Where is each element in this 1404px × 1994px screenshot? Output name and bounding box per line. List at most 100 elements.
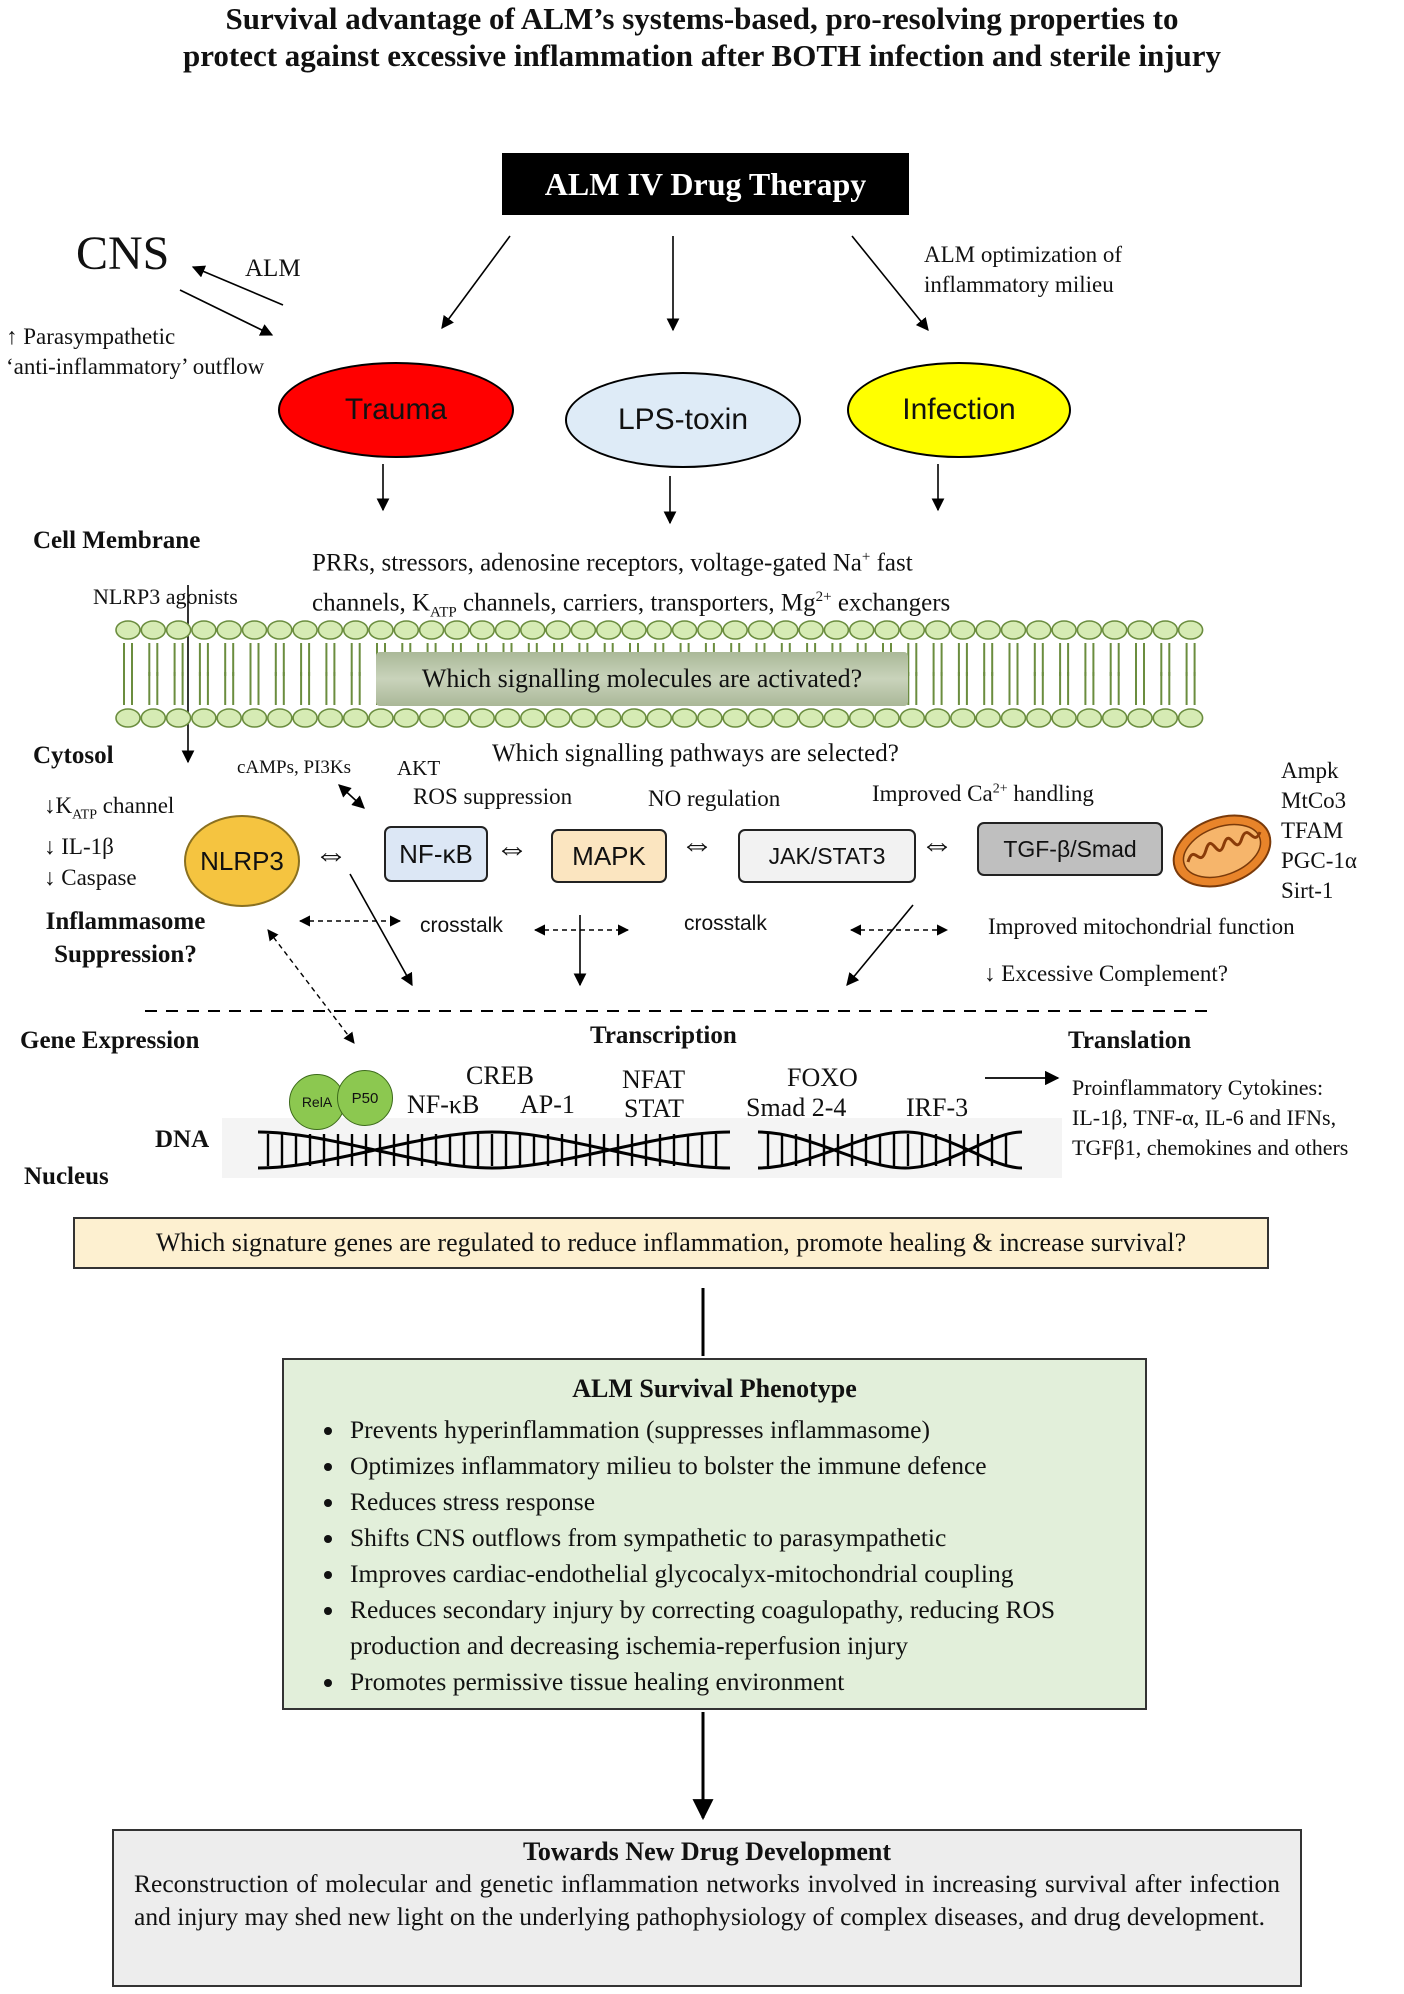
tf-nfkb: NF-κB: [407, 1090, 480, 1119]
milieu-line-1: ALM optimization of: [924, 242, 1123, 267]
phenotype-item: Optimizes inflammatory milieu to bolster…: [346, 1448, 1145, 1484]
tf-smad: Smad 2-4: [746, 1093, 847, 1122]
milieu-text: ALM optimization of inflammatory milieu: [924, 240, 1122, 300]
cytokine-list: Proinflammatory Cytokines: IL-1β, TNF-α,…: [1072, 1073, 1348, 1163]
inflammasome-effects: ↓KATP channel ↓ IL-1β ↓ Caspase: [44, 790, 174, 893]
nlrp3-gene-arrow: [267, 929, 355, 1044]
receptor-text-2b: channels, carriers, transporters, Mg: [456, 589, 816, 617]
receptor-text-2c: exchangers: [831, 589, 951, 617]
calcium-handling-label: Improved Ca2+ handling: [872, 781, 1094, 807]
milieu-line-2: inflammatory milieu: [924, 272, 1114, 297]
arrow-cns-outflow: [179, 289, 274, 336]
cytokine-line: TGFβ1, chemokines and others: [1072, 1135, 1349, 1160]
pathway-arrow: ⇔: [920, 826, 954, 863]
calcium-text: Improved Ca: [872, 781, 993, 806]
inflammasome-suppression-heading: Inflammasome Suppression?: [33, 905, 218, 971]
arrow-jak-down: [846, 904, 914, 986]
mito-marker: TFAM: [1281, 818, 1344, 843]
p50-subunit: P50: [337, 1070, 393, 1126]
nlrp3-node: NLRP3: [184, 815, 300, 907]
arrow-camp: [338, 784, 365, 809]
transcription-heading: Transcription: [590, 1022, 737, 1049]
cytosol-heading: Cytosol: [33, 742, 114, 769]
phenotype-item: Shifts CNS outflows from sympathetic to …: [346, 1520, 1145, 1556]
tf-ap1: AP-1: [520, 1090, 575, 1119]
dna-helix: [222, 1118, 1062, 1178]
receptor-sup-2: 2+: [815, 589, 832, 606]
cytokine-line: Proinflammatory Cytokines:: [1072, 1075, 1324, 1100]
infection-ellipse: Infection: [847, 362, 1071, 458]
receptor-text-1b: fast: [870, 549, 913, 577]
phenotype-item: Improves cardiac-endothelial glycocalyx-…: [346, 1556, 1145, 1592]
phenotype-item: Promotes permissive tissue healing envir…: [346, 1664, 1145, 1700]
tf-stat: STAT: [624, 1094, 685, 1123]
receptor-list: PRRs, stressors, adenosine receptors, vo…: [312, 540, 950, 630]
dna-label: DNA: [155, 1126, 210, 1153]
camp-pi3k-label: cAMPs, PI3Ks: [237, 757, 352, 778]
receptor-sup-1: +: [861, 549, 871, 565]
tf-foxo: FOXO: [787, 1063, 858, 1092]
rela-subunit: RelA: [289, 1074, 345, 1130]
phenotype-title: ALM Survival Phenotype: [572, 1374, 857, 1403]
arrow-drug-trauma: [441, 235, 511, 330]
phenotype-list: Prevents hyperinflammation (suppresses i…: [284, 1412, 1145, 1700]
pathway-arrow: ⇔: [314, 836, 348, 873]
tf-nfat: NFAT: [622, 1065, 686, 1094]
crosstalk-label-left: crosstalk: [420, 914, 503, 937]
receptor-text-2a: channels, K: [312, 589, 431, 617]
alm-drug-therapy-box: ALM IV Drug Therapy: [502, 153, 909, 215]
tf-creb: CREB: [466, 1061, 534, 1090]
inflammasome-line-2: Suppression?: [54, 941, 197, 968]
tf-irf3: IRF-3: [906, 1093, 969, 1122]
alm-survival-phenotype-box: ALM Survival Phenotype Prevents hyperinf…: [282, 1358, 1147, 1710]
mito-marker: Sirt-1: [1281, 878, 1334, 903]
no-regulation-label: NO regulation: [648, 786, 781, 811]
mito-marker: PGC-1α: [1281, 848, 1357, 873]
signalling-molecules-question: Which signalling molecules are activated…: [376, 652, 908, 706]
katp-effect: ↓KATP channel: [44, 790, 174, 831]
jak-stat3-node: JAK/STAT3: [738, 829, 916, 883]
gene-expression-heading: Gene Expression: [20, 1027, 200, 1054]
receptor-text-1a: PRRs, stressors, adenosine receptors, vo…: [312, 549, 862, 577]
arrow-alm-to-cns: [191, 265, 284, 306]
crosstalk-label-right: crosstalk: [684, 912, 767, 935]
tgf-beta-smad-node: TGF-β/Smad: [977, 822, 1163, 876]
katp-channel-text: channel: [97, 793, 175, 818]
cns-outflow-line-2: ‘anti-inflammatory’ outflow: [6, 354, 265, 379]
development-title: Towards New Drug Development: [522, 1837, 892, 1866]
figure-title: Survival advantage of ALM’s systems-base…: [0, 0, 1404, 74]
phenotype-item: Prevents hyperinflammation (suppresses i…: [346, 1412, 1145, 1448]
mapk-node: MAPK: [551, 829, 667, 883]
katp-sub: ATP: [72, 807, 98, 823]
cns-outflow-text: ↑ Parasympathetic ‘anti-inflammatory’ ou…: [6, 322, 264, 382]
title-line-1: Survival advantage of ALM’s systems-base…: [225, 1, 1179, 36]
title-line-2: protect against excessive inflammation a…: [182, 38, 1222, 73]
translation-heading: Translation: [1068, 1027, 1192, 1054]
arrow-drug-infection: [851, 235, 929, 331]
development-body: Reconstruction of molecular and genetic …: [134, 1869, 1280, 1931]
receptor-sub-2: ATP: [430, 604, 457, 621]
ros-suppression-label: ROS suppression: [413, 784, 573, 809]
cns-label: CNS: [76, 227, 170, 280]
pathway-arrow: ⇔: [495, 830, 529, 867]
nlrp3-agonists-label: NLRP3 agonists: [93, 584, 238, 609]
arrow-nfkb-down: [349, 873, 413, 987]
mito-markers: Ampk MtCo3 TFAM PGC-1α Sirt-1: [1281, 756, 1357, 906]
nucleus-label: Nucleus: [24, 1163, 109, 1190]
katp-text: ↓K: [44, 793, 73, 818]
lps-toxin-ellipse: LPS-toxin: [565, 372, 801, 468]
cell-membrane: [115, 620, 1204, 728]
phenotype-item: Reduces stress response: [346, 1484, 1145, 1520]
cns-alm-label: ALM: [245, 255, 301, 282]
calcium-sup: 2+: [992, 781, 1008, 797]
inflammasome-line-1: Inflammasome: [45, 908, 206, 935]
caspase-effect: ↓ Caspase: [44, 864, 137, 890]
nfkb-node: NF-κB: [384, 826, 488, 882]
complement-label: ↓ Excessive Complement?: [984, 961, 1228, 986]
drug-development-box: Towards New Drug Development Reconstruct…: [112, 1829, 1302, 1987]
mito-marker: Ampk: [1281, 758, 1339, 783]
pathways-question: Which signalling pathways are selected?: [492, 740, 899, 767]
cell-membrane-heading: Cell Membrane: [33, 527, 201, 554]
cytokine-line: IL-1β, TNF-α, IL-6 and IFNs,: [1072, 1105, 1337, 1130]
